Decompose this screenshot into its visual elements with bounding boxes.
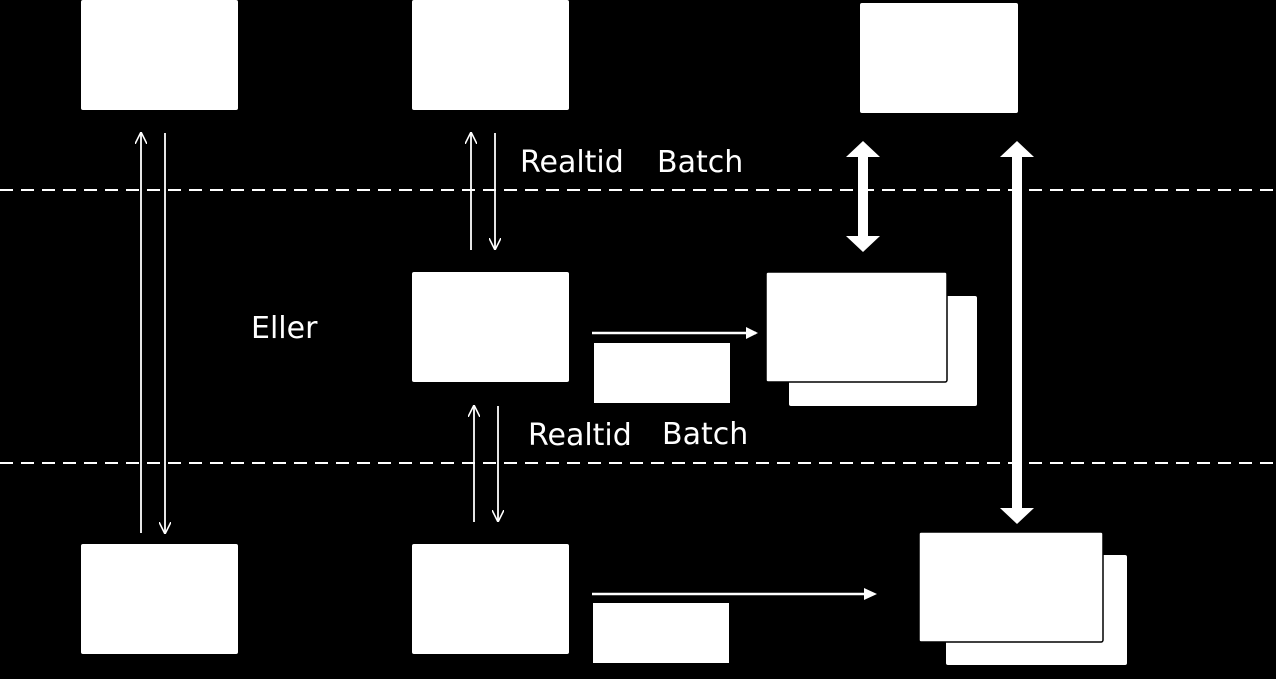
box-top-right (860, 3, 1018, 113)
box-middle-small (594, 343, 730, 403)
thick-double-arrow-long (1000, 141, 1034, 524)
box-top-middle (412, 0, 569, 110)
arrow-middle-right-head (746, 327, 758, 339)
box-bottom-right-front (918, 531, 1104, 643)
box-middle-right-front (765, 271, 948, 383)
label-batch-middle: Batch (662, 417, 748, 452)
thick-double-arrow-short (846, 141, 880, 252)
label-batch-top: Batch (657, 145, 743, 180)
box-bottom-middle (412, 544, 569, 654)
box-middle (412, 272, 569, 382)
arrow-bottom-right-head (864, 588, 877, 600)
box-bottom-small (593, 603, 729, 663)
label-eller: Eller (251, 311, 318, 346)
label-realtid-middle: Realtid (528, 418, 632, 453)
label-realtid-top: Realtid (520, 145, 624, 180)
box-bottom-left (81, 544, 238, 654)
box-top-left (81, 0, 238, 110)
